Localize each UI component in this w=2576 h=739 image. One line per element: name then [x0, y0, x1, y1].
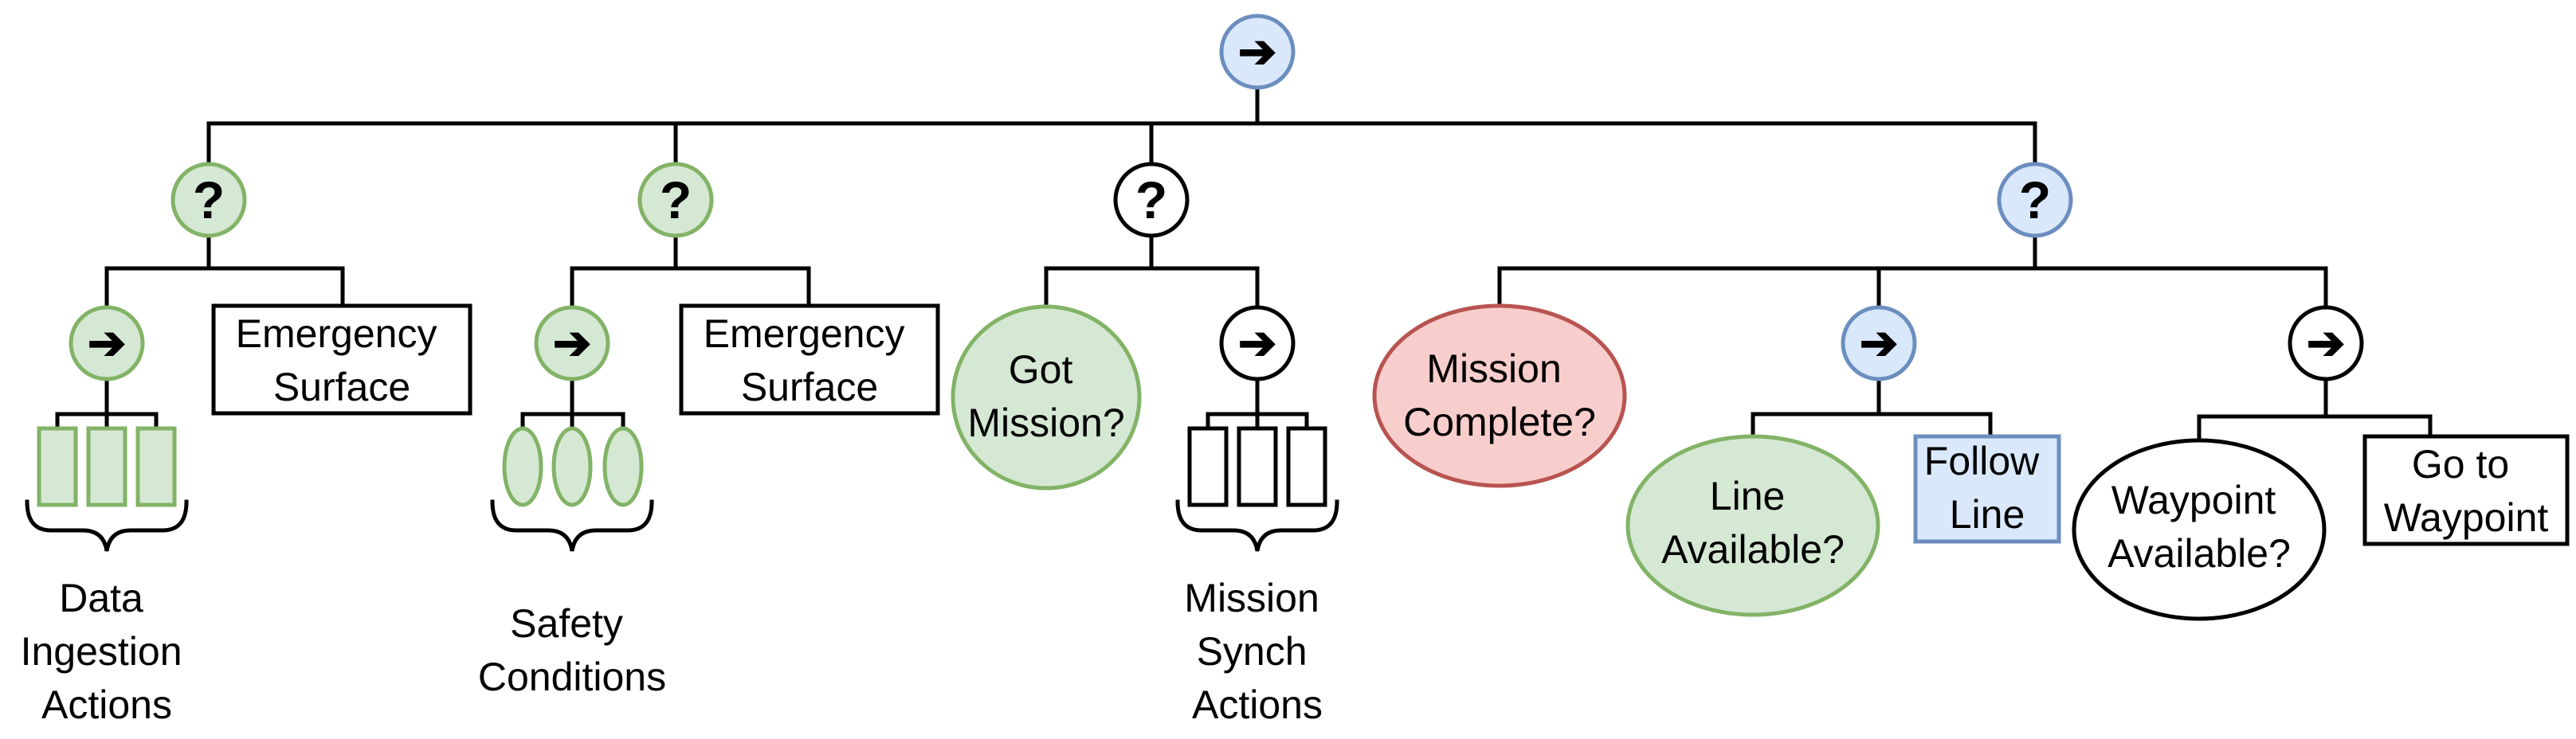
- group-label-line: Ingestion: [21, 629, 182, 674]
- condition-ellipse: [502, 426, 543, 507]
- svg-text:Line Available?: Line Available?: [1661, 474, 1845, 572]
- node-label-line: Line: [1710, 474, 1786, 518]
- got-mission-condition: Got Mission?: [951, 304, 1142, 491]
- svg-text:Follow Line: Follow Line: [1924, 439, 2050, 537]
- sequence-arrow-icon: ➔: [1238, 318, 1277, 370]
- data-ingestion-actions-group: Data Ingestion Actions: [21, 426, 194, 727]
- fallback-question-icon: ?: [2019, 170, 2051, 229]
- edge-seq3-actions: [1206, 378, 1309, 431]
- edge-seq2-conditions: [520, 378, 625, 431]
- tree-edges: [55, 85, 2433, 439]
- node-label-line: Complete?: [1403, 400, 1596, 444]
- curly-brace-icon: [1175, 499, 1339, 552]
- go-to-waypoint-action: Go to Waypoint: [2362, 434, 2570, 546]
- mission-synch-actions-group: Mission Synch Actions: [1175, 426, 1339, 727]
- group-label-line: Conditions: [478, 655, 666, 699]
- sequence-arrow-icon: ➔: [88, 318, 127, 370]
- edge-fb1-children: [104, 235, 345, 308]
- action-rect: [1237, 426, 1278, 507]
- action-rect: [37, 426, 78, 507]
- curly-brace-icon: [490, 499, 654, 552]
- curly-brace-icon: [25, 499, 189, 552]
- edge-fb3-children: [1044, 235, 1260, 308]
- edge-fb2-children: [570, 235, 811, 308]
- sequence-arrow-icon: ➔: [1238, 26, 1277, 78]
- condition-ellipse: [551, 426, 593, 507]
- emergency-surface-action-2: Emergency Surface: [679, 303, 940, 416]
- svg-text:Waypoint Available?: Waypoint Available?: [2107, 478, 2291, 576]
- action-rect: [1286, 426, 1327, 507]
- follow-line-action: Follow Line: [1913, 434, 2061, 544]
- node-label-line: Go to: [2412, 442, 2509, 487]
- waypoint-available-condition: Waypoint Available?: [2072, 438, 2327, 621]
- node-label-line: Surface: [741, 365, 878, 409]
- edge-seq4-children: [1751, 378, 1993, 439]
- group-label-line: Actions: [41, 682, 172, 727]
- node-label-line: Surface: [273, 365, 410, 409]
- node-label-line: Emergency: [236, 311, 437, 356]
- svg-text:Data Ingestion Act: Data Ingestion Actions: [21, 576, 194, 727]
- group-label-line: Mission: [1184, 576, 1319, 620]
- action-rect: [86, 426, 127, 507]
- group-label-line: Actions: [1192, 682, 1323, 727]
- fallback-question-icon: ?: [660, 170, 692, 229]
- fallback-node-4: ?: [1997, 162, 2073, 238]
- node-label-line: Got: [1009, 347, 1073, 392]
- group-label-line: Safety: [510, 601, 623, 646]
- group-label-line: Data: [59, 576, 143, 620]
- node-label-line: Mission?: [967, 401, 1124, 445]
- node-label-line: Waypoint: [2384, 495, 2549, 540]
- root-sequence-node: ➔: [1219, 14, 1296, 90]
- edge-seq1-actions: [55, 378, 159, 431]
- fallback-node-3: ?: [1113, 162, 1190, 238]
- edge-fb4-children: [1497, 235, 2328, 308]
- group-label-line: Synch: [1197, 629, 1308, 674]
- action-rect: [135, 426, 177, 507]
- svg-text:Emergency Surface: Emergency Surface: [704, 311, 916, 409]
- svg-text:Got Mission?: Got Mission?: [967, 347, 1124, 445]
- node-label-line: Mission: [1426, 346, 1561, 391]
- sequence-node-3: ➔: [1219, 305, 1296, 381]
- sequence-arrow-icon: ➔: [553, 318, 592, 370]
- fallback-node-1: ?: [171, 162, 247, 238]
- mission-complete-condition: Mission Complete?: [1372, 303, 1627, 488]
- node-label-line: Emergency: [704, 311, 905, 356]
- control-nodes: ➔ ? ? ? ? ➔ ➔: [69, 14, 2364, 381]
- sequence-arrow-icon: ➔: [2307, 318, 2346, 370]
- action-rect: [1187, 426, 1229, 507]
- sequence-node-5: ➔: [2288, 305, 2364, 381]
- safety-conditions-group: Safety Conditions: [478, 426, 666, 699]
- svg-text:Mission Complete?: Mission Complete?: [1403, 346, 1596, 444]
- svg-text:Emergency Surface: Emergency Surface: [236, 311, 449, 409]
- sequence-node-1: ➔: [69, 305, 145, 381]
- svg-text:Safety Conditions: Safety Conditions: [478, 601, 666, 699]
- svg-text:Go to Waypoint: Go to Waypoint: [2384, 442, 2549, 540]
- node-label-line: Available?: [2107, 531, 2291, 576]
- node-label-line: Follow: [1924, 439, 2040, 483]
- fallback-question-icon: ?: [193, 170, 225, 229]
- condition-ellipse: [602, 426, 644, 507]
- node-label-line: Line: [1950, 492, 2025, 537]
- svg-text:Mission Synch Acti: Mission Synch Actions: [1184, 576, 1330, 727]
- node-label-line: Available?: [1661, 527, 1845, 572]
- emergency-surface-action-1: Emergency Surface: [211, 303, 472, 416]
- sequence-arrow-icon: ➔: [1860, 318, 1899, 370]
- sequence-node-4: ➔: [1841, 305, 1917, 381]
- fallback-question-icon: ?: [1135, 170, 1167, 229]
- leaf-nodes: Emergency Surface Emergency Surface Got …: [211, 303, 2570, 621]
- node-label-line: Waypoint: [2111, 478, 2276, 522]
- edge-root-bus: [206, 85, 2037, 165]
- fallback-node-2: ?: [637, 162, 714, 238]
- sequence-node-2: ➔: [534, 305, 610, 381]
- edge-seq5-children: [2197, 378, 2433, 439]
- line-available-condition: Line Available?: [1625, 434, 1880, 617]
